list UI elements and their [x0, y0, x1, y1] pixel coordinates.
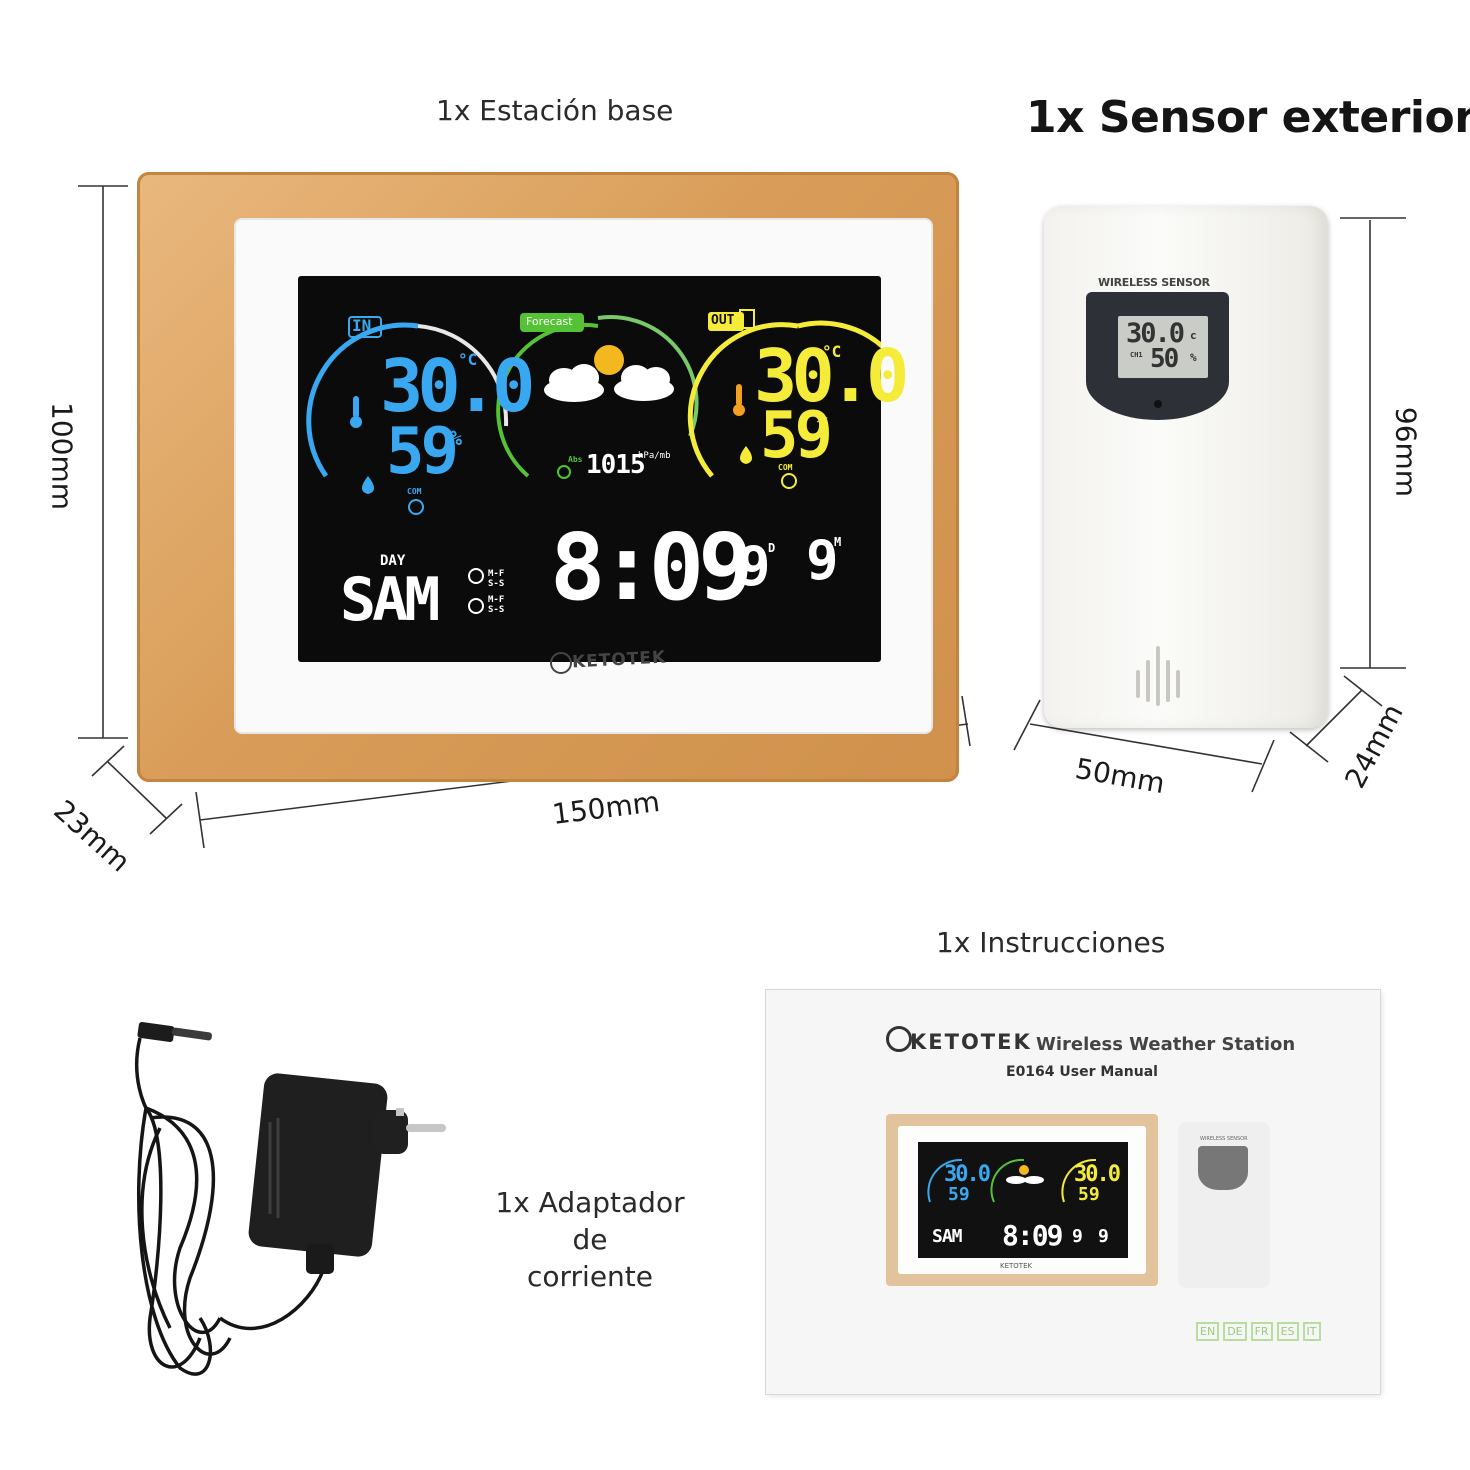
date-day: 9 [738, 535, 771, 598]
lang-flag: EN [1196, 1322, 1220, 1341]
manual-sensor-label: WIRELESS SENSOR [1200, 1136, 1248, 1142]
manual-mini-time: 8:09 [1002, 1219, 1063, 1252]
manual-title: Wireless Weather Station [1036, 1034, 1296, 1055]
clock-time: 8:09 [550, 514, 754, 621]
indoor-temperature: 30.0 [380, 344, 535, 428]
lang-flag: FR [1250, 1322, 1273, 1341]
forecast-badge [520, 313, 584, 332]
caption-outdoor-sensor: 1x Sensor exterior [1026, 92, 1470, 143]
indoor-temp-unit: °C [458, 350, 478, 369]
outdoor-humidity: 59 [760, 399, 833, 473]
manual-logo-icon [886, 1026, 912, 1052]
manual-subtitle: E0164 User Manual [1006, 1064, 1158, 1080]
caption-base-station: 1x Estación base [436, 94, 674, 127]
outdoor-com-label: COM [778, 463, 793, 472]
date-day-suffix: D [768, 541, 776, 555]
alarm-2-weekend: S-S [488, 605, 505, 615]
day-label: DAY [380, 553, 406, 569]
manual-mini-date-day: 9 [1072, 1226, 1083, 1247]
out-label: OUT [711, 313, 735, 328]
outdoor-temp-unit: °C [822, 342, 842, 361]
base-station-screen [298, 276, 881, 662]
in-badge [348, 316, 382, 338]
in-label: IN [352, 316, 372, 335]
cloud-icon [544, 364, 674, 402]
pressure-value: 1015 [586, 450, 646, 480]
sensor-temp-unit: c [1190, 329, 1197, 342]
outdoor-humidity-unit: % [816, 408, 829, 432]
manual-mini-arcs [927, 1158, 1097, 1203]
comfort-smiley-icon [408, 499, 424, 515]
caption-adapter: 1x Adaptador de corriente [478, 1184, 702, 1295]
sensor-humidity: 50 [1150, 344, 1179, 374]
sensor-channel: CH1 [1130, 351, 1143, 359]
base-screen-graphics [306, 309, 881, 614]
manual-mini-brand: KETOTEK [1000, 1262, 1033, 1270]
lang-flag: IT [1302, 1322, 1321, 1341]
alarm-1-weekend: S-S [488, 579, 505, 589]
dc-plug [137, 1021, 175, 1043]
caption-manual: 1x Instrucciones [936, 926, 1166, 959]
indoor-humidity-unit: % [450, 426, 463, 450]
manual-brand: KETOTEK [910, 1030, 1032, 1054]
manual-mini-in-hum: 59 [948, 1184, 970, 1205]
sensor-lcd [1118, 316, 1208, 378]
plug-prong [406, 1124, 446, 1132]
sensor-label: WIRELESS SENSOR [1098, 276, 1210, 289]
forecast-label: Forecast [526, 315, 573, 328]
alarm-1-days: M-F [488, 569, 505, 579]
abs-label: Abs [568, 455, 583, 464]
sun-icon [594, 345, 624, 375]
day-of-week: SAM [340, 565, 440, 635]
thermometer-icon [353, 396, 359, 418]
caption-adapter-line1: 1x Adaptador de [495, 1186, 685, 1256]
alarm-2-icon [468, 598, 484, 614]
power-adapter [134, 1021, 446, 1376]
indoor-com-label: COM [407, 487, 422, 496]
alarm-1-icon [468, 568, 484, 584]
ketotek-logo-icon [550, 652, 572, 674]
lang-flag: DE [1223, 1322, 1247, 1341]
lang-flag: ES [1276, 1322, 1299, 1341]
humidity-drop-icon [362, 476, 374, 494]
manual-sensor-face [1198, 1146, 1248, 1190]
dim-sensor-height: 96mm [1389, 406, 1423, 498]
manual-mini-day: SAM [932, 1226, 962, 1247]
manual-mini-in-temp: 30.0 [944, 1162, 991, 1187]
out-badge [708, 312, 744, 331]
alarm-2-days: M-F [488, 595, 505, 605]
sensor-led [1154, 400, 1162, 408]
adapter-body [248, 1073, 388, 1257]
manual-mini-out-hum: 59 [1078, 1184, 1100, 1205]
manual-mini-date-month: 9 [1098, 1226, 1109, 1247]
pressure-unit: hPa/mb [638, 451, 671, 461]
manual-language-flags: EN DE FR ES IT [1196, 1322, 1321, 1341]
date-month-suffix: M [834, 535, 842, 549]
sensor-vent-slots [1136, 646, 1180, 706]
indoor-humidity: 59 [386, 415, 459, 489]
date-month: 9 [806, 529, 839, 592]
sensor-temperature: 30.0 [1126, 318, 1185, 349]
caption-adapter-line2: corriente [526, 1260, 653, 1293]
manual-mini-out-temp: 30.0 [1074, 1162, 1121, 1187]
dim-base-height: 100mm [45, 402, 79, 510]
outdoor-temperature: 30.0 [754, 334, 909, 418]
sensor-humidity-unit: % [1190, 351, 1197, 364]
